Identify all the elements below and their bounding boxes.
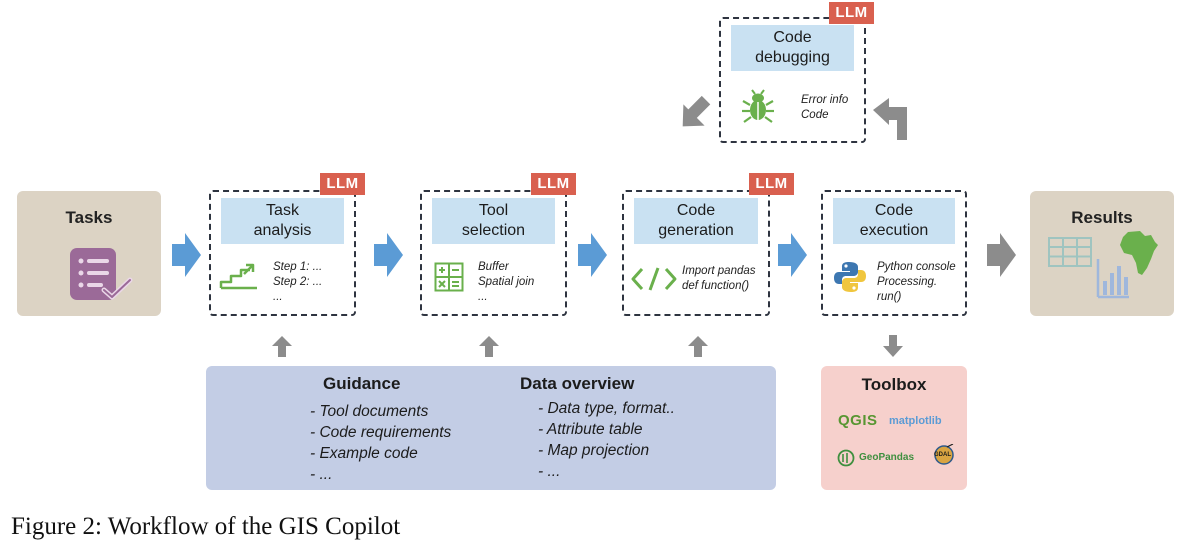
stage-line: Processing. <box>877 276 938 288</box>
results-label: Results <box>1071 208 1133 227</box>
stage-line: Import pandas <box>682 265 756 277</box>
list-item: - Map projection <box>538 442 650 459</box>
guidance-title: Guidance <box>323 374 401 393</box>
context-panel: Guidance - Tool documents - Code require… <box>206 366 776 490</box>
llm-badge: LLM <box>749 173 794 195</box>
stage-title-line2: analysis <box>253 222 312 239</box>
stage-line: run() <box>877 291 902 303</box>
code-brackets-icon <box>631 267 677 291</box>
stage-tool-selection: Tool selection Buffer Spatial join ... <box>420 190 567 316</box>
list-item: - Data type, format.. <box>538 400 675 417</box>
qgis-logo: QGIS <box>838 412 878 429</box>
stage-title-line1: Code <box>676 202 716 219</box>
bug-icon <box>742 89 774 123</box>
stage-line: Error info <box>801 94 849 106</box>
stage-line: def function() <box>682 280 750 292</box>
up-arrow-icon <box>272 336 292 357</box>
stage-title-line1: Tool <box>478 202 509 219</box>
stage-code-execution: Code execution Python console Processing… <box>821 190 967 316</box>
matplotlib-logo: matplotlib <box>889 415 942 427</box>
geopandas-logo: GeoPandas <box>859 452 915 463</box>
stage-title-line2: generation <box>658 222 734 239</box>
stage-header: Code debugging <box>731 25 854 71</box>
bent-arrow-icon <box>873 98 907 140</box>
guidance-list: - Tool documents - Code requirements - E… <box>310 401 451 485</box>
down-arrow-icon <box>883 335 903 357</box>
stage-task-analysis: Task analysis Step 1: ... Step 2: ... ..… <box>209 190 356 316</box>
flow-arrow-icon <box>374 233 403 277</box>
llm-badge: LLM <box>531 173 576 195</box>
stage-title-line1: Code <box>773 29 812 46</box>
list-item: - Tool documents <box>310 403 429 420</box>
bent-arrow-icon <box>682 95 711 127</box>
geopandas-logo-icon <box>837 449 855 467</box>
stage-title-line1: Task <box>266 202 299 219</box>
stage-line: Buffer <box>478 261 509 273</box>
llm-badge: LLM <box>320 173 365 195</box>
flow-arrow-icon <box>172 233 201 277</box>
list-item: - ... <box>538 463 561 480</box>
calculator-icon <box>434 262 464 292</box>
stage-line: Step 1: ... <box>273 261 323 273</box>
stage-title-line2: execution <box>859 222 929 239</box>
llm-badge: LLM <box>829 2 874 24</box>
stage-code-generation: Code generation Import pandas def functi… <box>622 190 770 316</box>
stairs-icon <box>219 263 257 290</box>
stage-line: Step 2: ... <box>273 276 323 288</box>
results-box: Results <box>1030 191 1174 316</box>
python-logo-icon <box>834 262 866 292</box>
stage-title-line2: selection <box>461 222 526 239</box>
task-checklist-icon <box>70 248 133 300</box>
stage-line: ... <box>478 291 488 303</box>
stage-title-line1: Code <box>874 202 914 219</box>
up-arrow-icon <box>688 336 708 357</box>
stage-title-line2: debugging <box>755 49 830 66</box>
data-overview-list: - Data type, format.. - Attribute table … <box>538 398 675 482</box>
gdal-logo-icon <box>934 444 954 465</box>
gdal-logo: GDAL <box>934 452 951 458</box>
toolbox-panel: Toolbox QGIS matplotlib GeoPandas GDAL <box>821 366 967 490</box>
stage-line: Python console <box>877 261 956 273</box>
stage-header: Code execution <box>833 198 955 244</box>
stage-header: Tool selection <box>432 198 555 244</box>
tasks-label: Tasks <box>65 208 113 227</box>
list-item: - Example code <box>310 445 418 462</box>
stage-line: ... <box>273 291 283 303</box>
africa-map-icon <box>1120 231 1158 275</box>
tasks-box: Tasks <box>17 191 161 316</box>
stage-header: Code generation <box>634 198 758 244</box>
figure-caption: Figure 2: Workflow of the GIS Copilot <box>11 513 401 540</box>
list-item: - ... <box>310 466 333 483</box>
table-icon <box>1048 237 1092 267</box>
stage-code-debugging: Code debugging Error info Code <box>719 17 866 143</box>
data-overview-title: Data overview <box>520 374 635 393</box>
list-item: - Attribute table <box>538 421 643 438</box>
toolbox-title: Toolbox <box>861 375 927 394</box>
flow-arrow-icon <box>578 233 607 277</box>
stage-line: Spatial join <box>478 276 535 288</box>
stage-line: Code <box>801 109 829 121</box>
list-item: - Code requirements <box>310 424 452 441</box>
gray-arrow-icon <box>987 233 1016 277</box>
stage-header: Task analysis <box>221 198 344 244</box>
up-arrow-icon <box>479 336 499 357</box>
bar-chart-icon <box>1096 259 1129 299</box>
flow-arrow-icon <box>778 233 807 277</box>
